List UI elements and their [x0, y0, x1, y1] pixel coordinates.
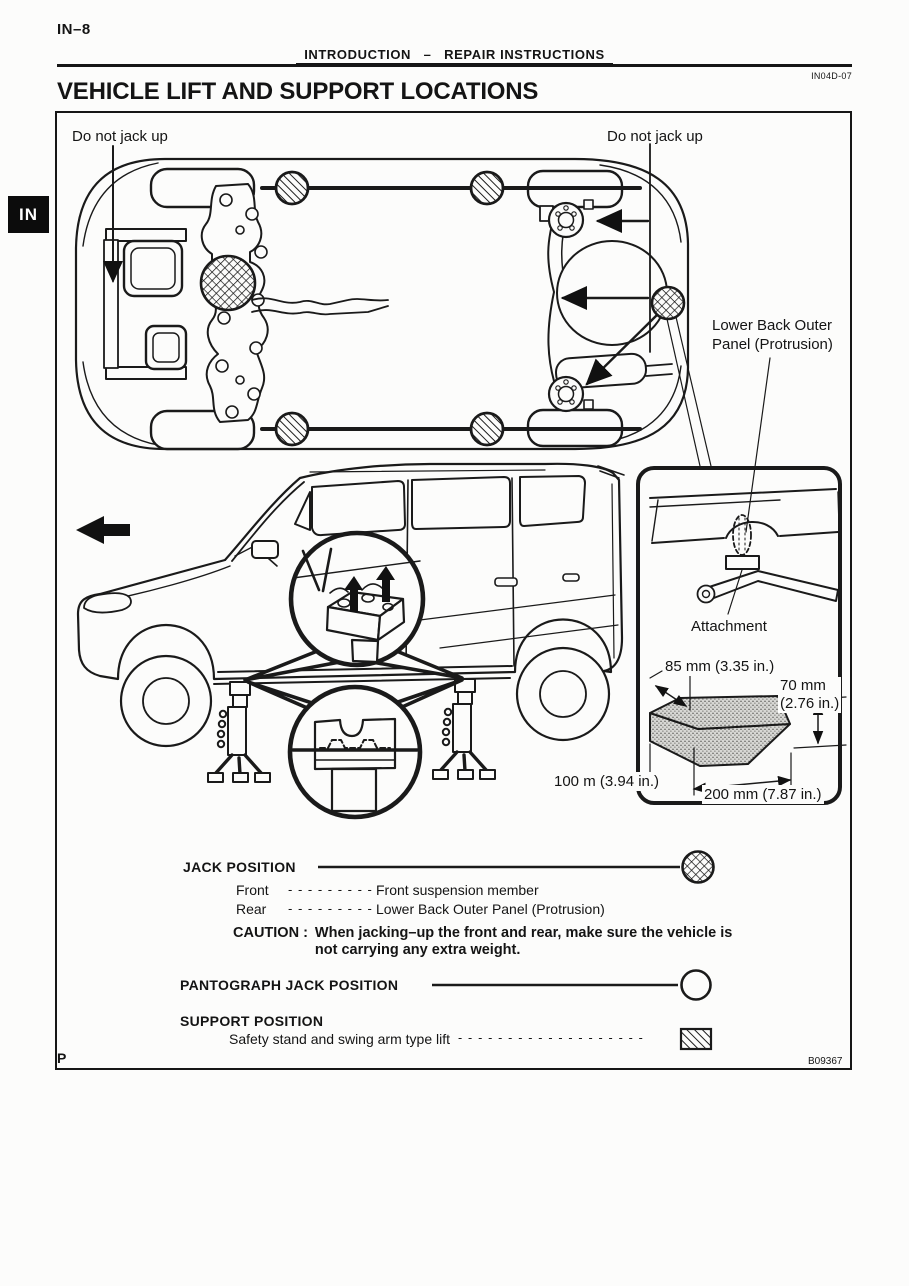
jack-front-row: Front - - - - - - - - - Front suspension… — [236, 882, 539, 898]
support-position-heading: SUPPORT POSITION — [180, 1013, 324, 1029]
support-dashes: - - - - - - - - - - - - - - - - - - - — [458, 1031, 645, 1045]
figure-frame — [55, 111, 852, 1070]
dim-100mm: 100 m (3.94 in.) — [552, 772, 662, 791]
jack-front-label: Front — [236, 882, 269, 898]
pantograph-heading: PANTOGRAPH JACK POSITION — [180, 977, 399, 993]
caution-label: CAUTION : — [233, 925, 308, 941]
doc-code: IN04D-07 — [811, 71, 852, 81]
attachment-label: Attachment — [691, 618, 767, 635]
figure-code: B09367 — [808, 1056, 843, 1067]
footer-mark: P — [57, 1050, 67, 1066]
header-text: INTRODUCTION – REPAIR INSTRUCTIONS — [296, 47, 613, 64]
lower-back-outer-panel-label: Lower Back Outer Panel (Protrusion) — [712, 317, 833, 353]
jack-front-dashes: - - - - - - - - - — [288, 882, 373, 897]
jack-rear-value: Lower Back Outer Panel (Protrusion) — [376, 901, 605, 917]
jack-front-value: Front suspension member — [376, 882, 539, 898]
do-not-jack-label-rear: Do not jack up — [607, 128, 703, 145]
jack-rear-dashes: - - - - - - - - - — [288, 901, 373, 916]
caution-note: CAUTION : When jacking–up the front and … — [233, 925, 732, 958]
jack-rear-row: Rear - - - - - - - - - Lower Back Outer … — [236, 901, 605, 917]
page-title: VEHICLE LIFT AND SUPPORT LOCATIONS — [57, 78, 539, 105]
dim-70mm: 70 mm (2.76 in.) — [778, 677, 842, 713]
jack-rear-label: Rear — [236, 901, 267, 917]
dim-200mm: 200 mm (7.87 in.) — [702, 785, 824, 804]
header-breadcrumb: INTRODUCTION – REPAIR INSTRUCTIONS — [0, 46, 909, 64]
jack-position-heading: JACK POSITION — [183, 859, 296, 875]
header-rule — [57, 64, 852, 67]
caution-text: When jacking–up the front and rear, make… — [314, 925, 733, 958]
page-number: IN–8 — [57, 21, 91, 38]
support-item: Safety stand and swing arm type lift — [229, 1031, 450, 1047]
support-row: Safety stand and swing arm type lift - -… — [229, 1031, 644, 1047]
do-not-jack-label-front: Do not jack up — [72, 128, 168, 145]
dim-85mm: 85 mm (3.35 in.) — [663, 657, 777, 676]
section-tab: IN — [8, 196, 49, 233]
